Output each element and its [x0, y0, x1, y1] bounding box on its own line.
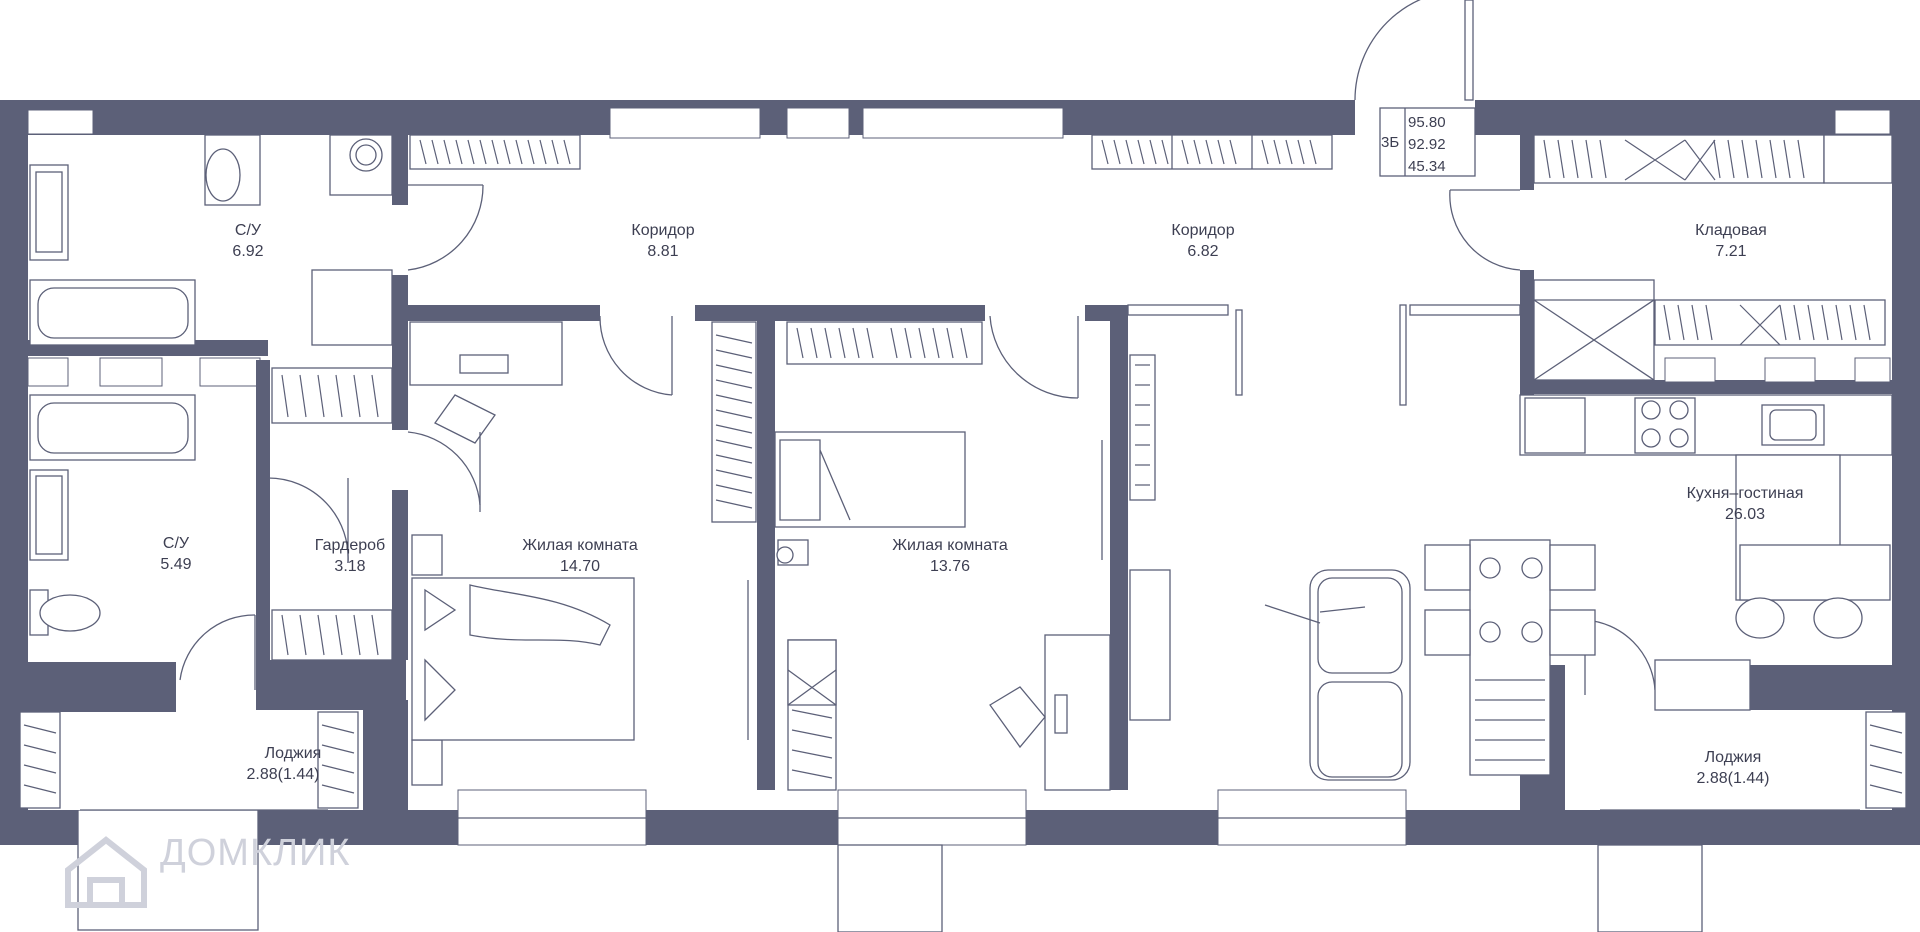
room-labels: С/У 6.92 Коридор 8.81 Коридор 6.82 Кладо… — [160, 222, 1803, 787]
bedroom-2-furniture — [774, 431, 1111, 791]
storage-units — [787, 134, 1893, 706]
room-bathroom-1-area: 6.92 — [232, 243, 263, 260]
room-bedroom-2-area: 13.76 — [930, 558, 970, 575]
room-loggia-2-area: 2.88(1.44) — [1697, 770, 1770, 787]
bathroom-2-fixtures — [29, 394, 196, 636]
room-kitchen-living-name: Кухня–гостиная — [1687, 485, 1804, 502]
watermark: ДОМКЛИК — [65, 832, 350, 908]
watermark-text: ДОМКЛИК — [160, 832, 350, 874]
room-storage-area: 7.21 — [1715, 243, 1746, 260]
doors — [179, 184, 1656, 695]
room-loggia-1-name: Лоджия — [265, 745, 322, 762]
room-corridor-2-area: 6.82 — [1187, 243, 1218, 260]
room-bedroom-1-name: Жилая комната — [522, 537, 638, 554]
apartment-type: 3Б — [1381, 134, 1399, 151]
room-bedroom-1-area: 14.70 — [560, 558, 600, 575]
room-corridor-2-name: Коридор — [1171, 222, 1234, 239]
walls — [0, 100, 1920, 932]
house-logo-icon — [65, 836, 147, 908]
room-bedroom-2-name: Жилая комната — [892, 537, 1008, 554]
room-storage-name: Кладовая — [1695, 222, 1767, 239]
apartment-living-area: 45.34 — [1408, 158, 1446, 175]
room-bathroom-1-name: С/У — [235, 222, 262, 239]
room-wardrobe-name: Гардероб — [315, 537, 385, 554]
entrance-door — [1354, 0, 1474, 101]
living-kitchen-furniture — [1129, 354, 1893, 781]
apartment-info-box: 3Б 95.80 92.92 45.34 — [1379, 107, 1476, 177]
room-corridor-1-name: Коридор — [631, 222, 694, 239]
room-bathroom-2-name: С/У — [163, 535, 190, 552]
bathroom-1-fixtures — [29, 134, 393, 346]
room-wardrobe-area: 3.18 — [334, 558, 365, 575]
room-loggia-2-name: Лоджия — [1705, 749, 1762, 766]
room-kitchen-living-area: 26.03 — [1725, 506, 1765, 523]
room-loggia-1-area: 2.88(1.44) — [247, 766, 320, 783]
room-corridor-1-area: 8.81 — [647, 243, 678, 260]
bedroom-1-furniture — [409, 321, 749, 786]
room-bathroom-2-area: 5.49 — [160, 556, 191, 573]
apartment-total-area: 95.80 — [1408, 114, 1446, 131]
hanger-rails — [19, 134, 1907, 809]
apartment-area-2: 92.92 — [1408, 136, 1446, 153]
